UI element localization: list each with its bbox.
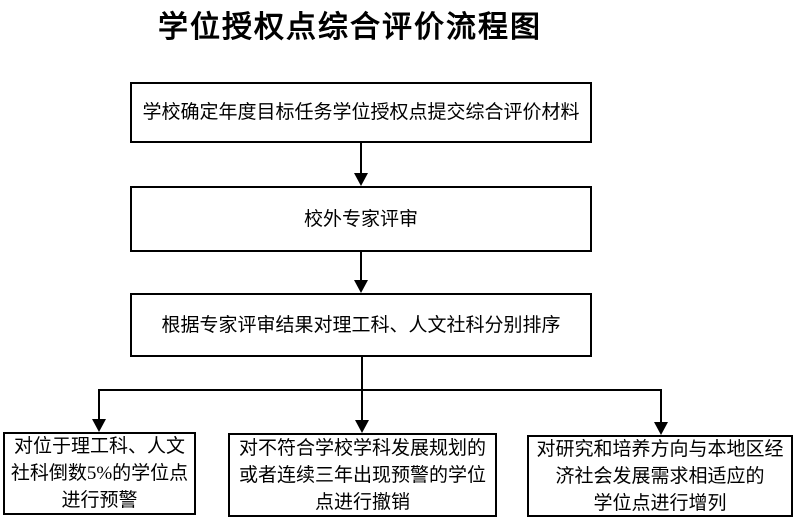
edge-review-to-ranking	[354, 252, 368, 293]
edge-ranking-to-revoke	[355, 390, 369, 433]
arrowhead-down-icon	[354, 280, 368, 293]
flow-node-ranking: 根据专家评审结果对理工科、人文社科分别排序	[130, 293, 592, 357]
arrowhead-down-icon	[355, 420, 369, 433]
arrowhead-down-icon	[654, 422, 668, 435]
flow-node-add-listing: 对研究和培养方向与本地区经 济社会发展需求相适应的 学位点进行增列	[527, 435, 793, 517]
edge-ranking-to-add	[654, 389, 668, 435]
arrowhead-down-icon	[354, 173, 368, 186]
edge-ranking-branch-trunk	[99, 357, 661, 391]
edge-submit-to-review	[354, 143, 368, 186]
arrowhead-down-icon	[92, 419, 106, 432]
flow-node-warning: 对位于理工科、人文 社科倒数5%的学位点 进行预警	[3, 432, 196, 515]
edge-ranking-to-warning	[92, 389, 106, 432]
flow-node-submit-materials: 学校确定年度目标任务学位授权点提交综合评价材料	[130, 82, 592, 143]
flow-node-revoke: 对不符合学校学科发展规划的 或者连续三年出现预警的学位 点进行撤销	[228, 433, 497, 517]
flow-node-external-review: 校外专家评审	[130, 186, 592, 252]
diagram-title: 学位授权点综合评价流程图	[158, 11, 542, 44]
